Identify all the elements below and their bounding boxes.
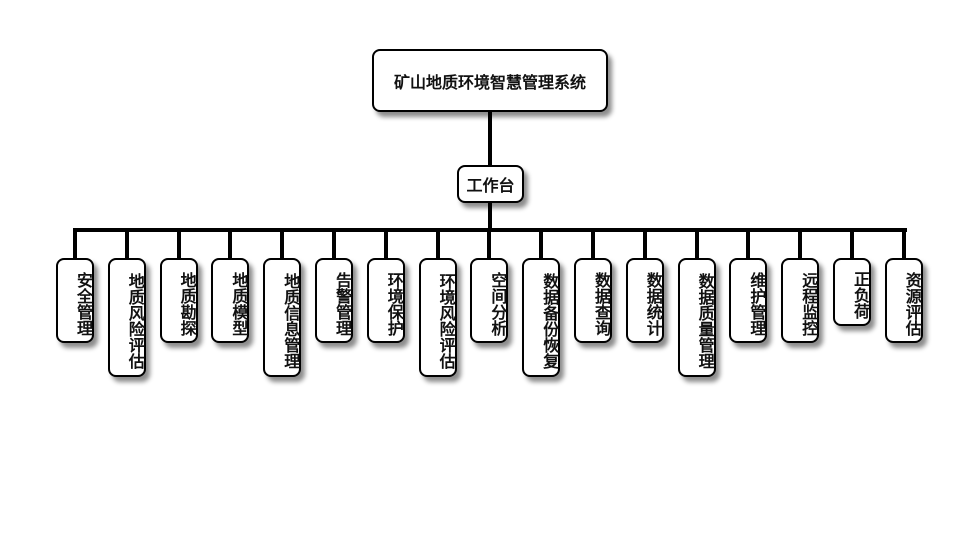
connector-leaf: [798, 230, 803, 259]
connector-leaf: [539, 230, 544, 259]
leaf-label: 数据备份恢复: [540, 272, 560, 369]
leaf-label: 地质信息管理: [281, 272, 301, 369]
leaf-node: 地质模型: [211, 258, 250, 343]
leaf-node: 安全管理: [56, 258, 94, 343]
leaf-label: 资源评估: [902, 271, 922, 336]
leaf-node: 远程监控: [781, 258, 820, 343]
leaf-label: 地质风险评估: [125, 272, 145, 369]
root-node: 矿山地质环境智慧管理系统: [372, 49, 608, 112]
connector-leaf: [435, 230, 440, 259]
connector-leaf: [591, 230, 595, 259]
connector-mid-bus: [488, 202, 492, 231]
root-label: 矿山地质环境智慧管理系统: [393, 72, 586, 92]
leaf-node: 正负荷: [833, 258, 871, 326]
leaf-node: 环境保护: [366, 258, 405, 343]
connector-leaf: [642, 230, 647, 259]
connector-leaf: [487, 230, 492, 259]
leaf-label: 正负荷: [851, 271, 870, 319]
leaf-label: 安全管理: [74, 271, 93, 336]
leaf-node: 空间分析: [470, 258, 509, 343]
connector-leaf: [901, 230, 906, 259]
leaf-label: 维护管理: [747, 271, 767, 336]
leaf-label: 数据统计: [643, 271, 663, 336]
connector-root-mid: [488, 111, 492, 166]
connector-leaf: [124, 230, 129, 259]
leaf-node: 地质勘探: [159, 258, 198, 343]
leaf-node: 环境风险评估: [418, 258, 457, 377]
leaf-label: 环境风险评估: [436, 272, 456, 369]
leaf-node: 数据统计: [625, 258, 664, 343]
workbench-label: 工作台: [466, 176, 515, 195]
connector-leaf: [383, 230, 388, 259]
leaf-label: 告警管理: [333, 271, 352, 336]
leaf-label: 地质勘探: [177, 271, 197, 336]
leaf-label: 环境保护: [384, 271, 404, 336]
connector-leaf: [694, 230, 699, 259]
leaf-label: 地质模型: [229, 271, 249, 336]
connector-leaf: [73, 230, 77, 259]
leaf-label: 数据查询: [592, 271, 611, 336]
leaf-node: 数据备份恢复: [522, 258, 561, 377]
leaf-node: 维护管理: [729, 258, 768, 343]
connector-leaf: [176, 230, 181, 259]
connector-leaf: [746, 230, 751, 259]
leaf-node: 资源评估: [884, 258, 923, 343]
leaf-label: 数据质量管理: [695, 272, 715, 369]
connector-leaf: [332, 230, 336, 259]
leaf-label: 远程监控: [799, 271, 819, 336]
leaf-node: 数据质量管理: [677, 258, 716, 377]
connector-leaf: [850, 230, 854, 259]
leaf-label: 空间分析: [488, 271, 508, 336]
leaf-node: 地质信息管理: [263, 258, 302, 377]
connector-leaf: [228, 230, 233, 259]
leaf-node: 数据查询: [574, 258, 612, 343]
connector-leaf: [280, 230, 285, 259]
leaf-node: 地质风险评估: [107, 258, 146, 377]
workbench-node: 工作台: [457, 165, 524, 203]
leaf-node: 告警管理: [315, 258, 353, 343]
